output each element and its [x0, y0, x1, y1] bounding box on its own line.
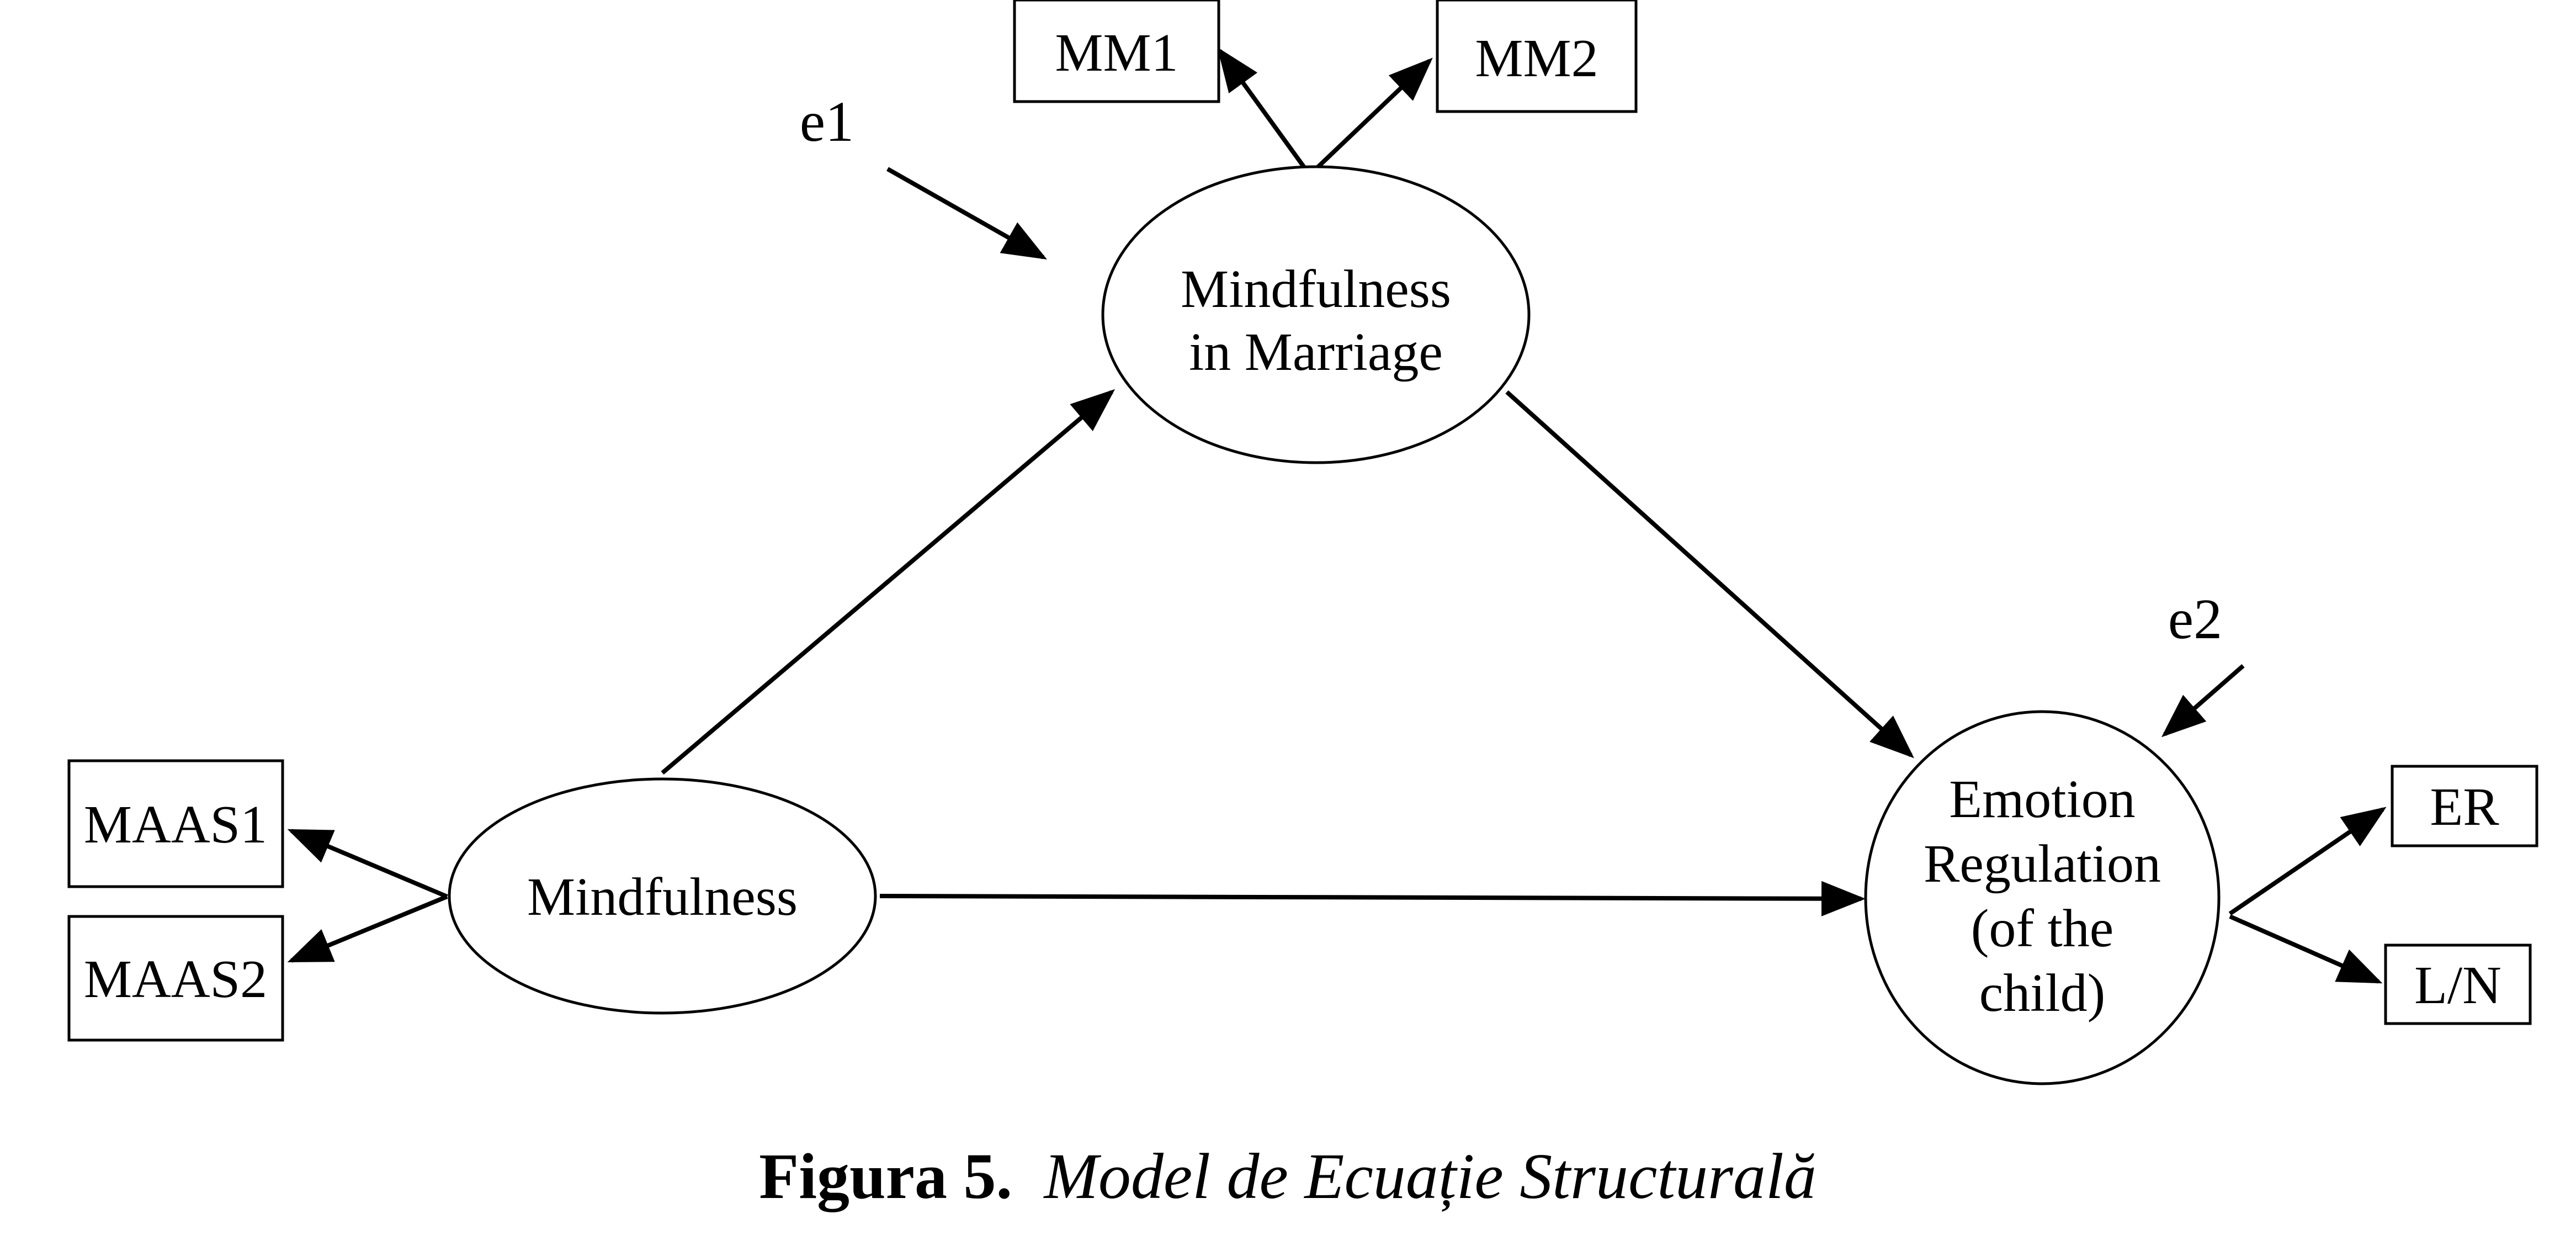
emotion-regulation-label-line2: Regulation: [1924, 834, 2161, 894]
mindfulness-label: Mindfulness: [527, 867, 798, 927]
emotion-regulation-label-line1: Emotion: [1949, 770, 2136, 829]
path-emotion-regulation-to-ln: [2229, 914, 2383, 984]
maas2-box: [67, 915, 284, 1042]
mm2-label: MM2: [1475, 29, 1598, 88]
maas1-box: [67, 759, 284, 888]
path-emotion-regulation-to-er: [2228, 807, 2387, 916]
path-mmarriage-to-mm1: [1217, 47, 1308, 171]
error-arrows: [886, 167, 2245, 738]
mm1-box: [1013, 0, 1220, 103]
indicator-mm1: MM1: [1013, 0, 1220, 103]
e2-label: e2: [2168, 587, 2222, 651]
emotion-regulation-ellipse: [1864, 710, 2221, 1085]
indicator-er: ER: [2391, 765, 2538, 847]
path-mmarriage-to-mm2: [1314, 57, 1433, 171]
path-mindfulness-to-maas1: [287, 829, 448, 899]
path-mindfulness-to-mindfulness-in-marriage: [661, 389, 1116, 775]
maas2-label: MAAS2: [84, 950, 267, 1009]
emotion-regulation-label-line3: (of the: [1971, 899, 2114, 958]
indicator-maas1: MAAS1: [67, 759, 284, 888]
figure-caption-label: Figura 5.: [759, 1140, 1012, 1212]
figure-caption: Figura 5. Model de Ecuație Structurală: [759, 1140, 1817, 1212]
er-box: [2391, 765, 2538, 847]
mindfulness-in-marriage-label-line2: in Marriage: [1189, 322, 1443, 382]
figure-caption-title: Model de Ecuație Structurală: [1043, 1140, 1817, 1212]
er-label: ER: [2430, 777, 2499, 837]
indicator-ln: L/N: [2384, 943, 2532, 1025]
latent-emotion-regulation: Emotion Regulation (of the child): [1864, 710, 2221, 1085]
indicator-maas2: MAAS2: [67, 915, 284, 1042]
mindfulness-in-marriage-ellipse: [1101, 165, 1531, 464]
e1-label: e1: [800, 90, 854, 153]
emotion-regulation-label-line4: child): [1979, 963, 2106, 1023]
ln-label: L/N: [2414, 956, 2501, 1015]
mm1-label: MM1: [1055, 23, 1178, 83]
measurement-paths: [287, 47, 2387, 984]
ln-box: [2384, 943, 2532, 1025]
e1-arrow: [886, 167, 1047, 259]
mm2-box: [1436, 0, 1638, 113]
latent-mindfulness-in-marriage: Mindfulness in Marriage: [1101, 165, 1531, 464]
maas1-label: MAAS1: [84, 795, 267, 855]
latent-mindfulness: Mindfulness: [448, 777, 877, 1015]
mindfulness-in-marriage-label-line1: Mindfulness: [1181, 259, 1451, 319]
path-mindfulness-to-maas2: [287, 894, 448, 963]
path-mindfulness-in-marriage-to-emotion-regulation: [1505, 390, 1914, 759]
indicator-mm2: MM2: [1436, 0, 1638, 113]
mindfulness-ellipse: [448, 777, 877, 1015]
e2-arrow: [2161, 664, 2245, 738]
path-mindfulness-to-emotion-regulation: [879, 881, 1866, 916]
structural-paths: [661, 389, 1914, 916]
